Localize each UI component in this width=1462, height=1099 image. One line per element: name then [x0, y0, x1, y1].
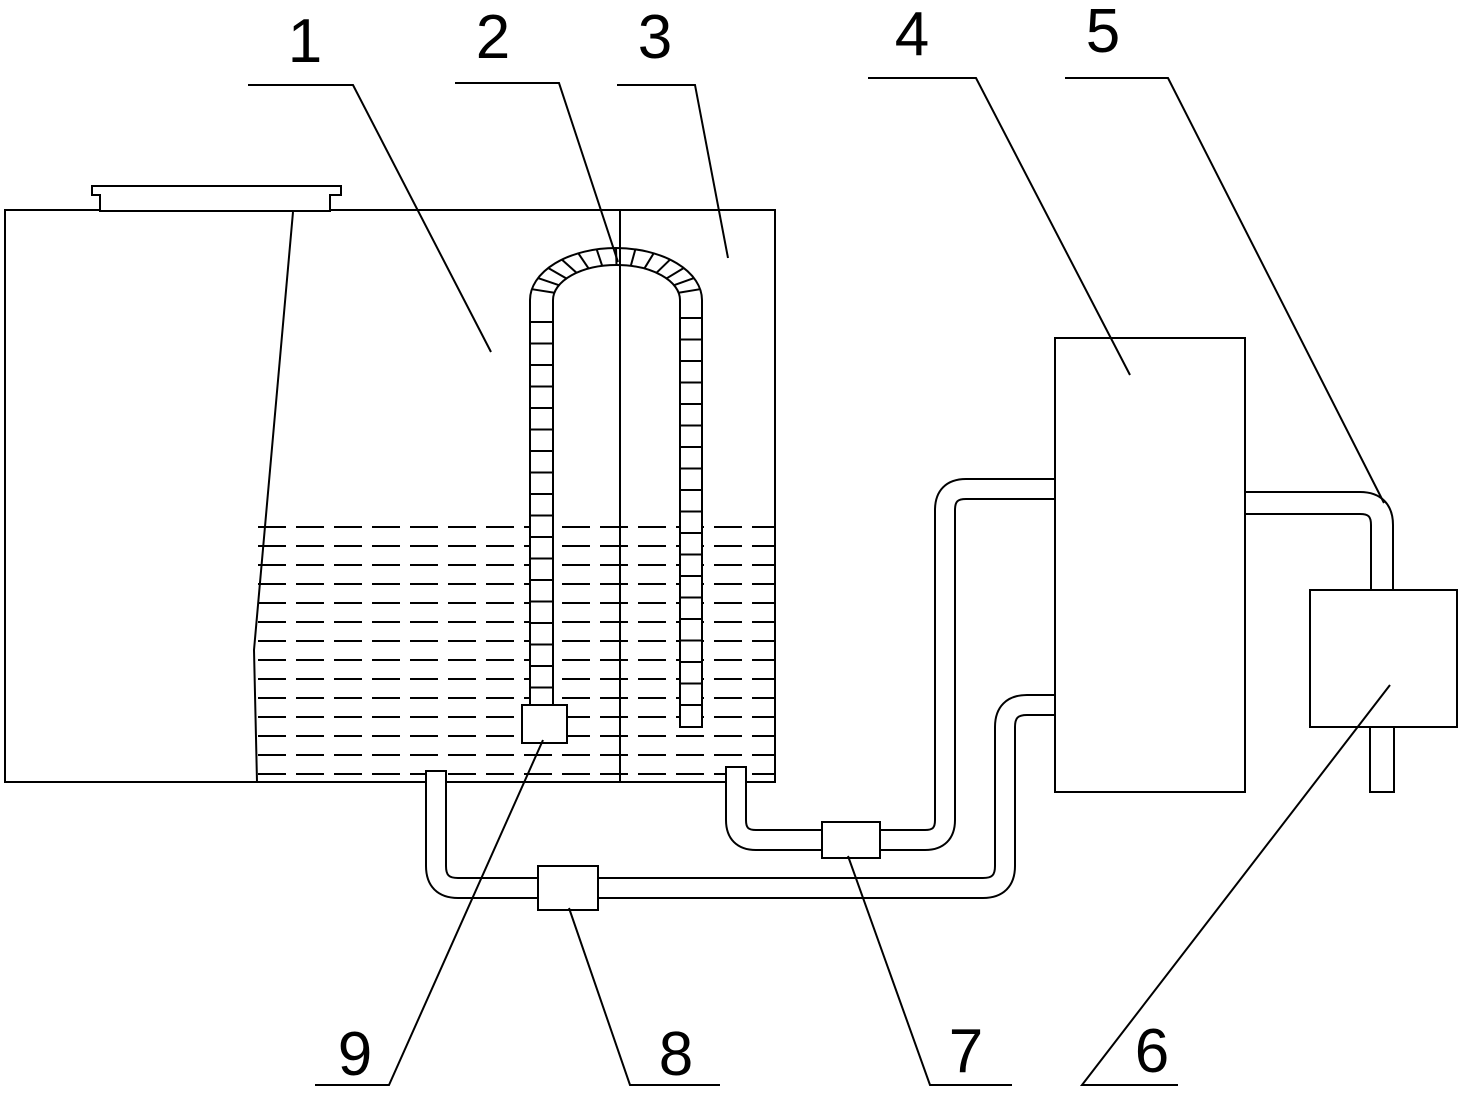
callout-7: 7: [949, 1017, 983, 1086]
siphon-hatch-line: [666, 267, 685, 280]
siphon-hatch-line: [629, 249, 637, 267]
upper-pipe-inner: [727, 480, 1056, 849]
callouts: 1 2 3 4 5 6 7 8 9: [288, 0, 1169, 1089]
siphon-hatch-line: [673, 277, 695, 287]
siphon-hatch-line: [595, 249, 604, 267]
tank-inner-wall: [252, 211, 294, 783]
valve-8: [537, 865, 599, 911]
callout-6: 6: [1135, 1017, 1169, 1086]
leader-line-8: [568, 907, 720, 1086]
lower-pipe-inner: [427, 696, 1056, 897]
siphon-hatch-line: [577, 252, 590, 270]
callout-3: 3: [638, 3, 672, 72]
siphon-hatch-line: [537, 277, 560, 287]
leader-line-6: [1079, 684, 1391, 1086]
siphon-hatch-line: [655, 258, 671, 274]
leader-line-9: [315, 739, 544, 1086]
callout-8: 8: [659, 1020, 693, 1089]
valve-7: [821, 821, 881, 859]
callout-4: 4: [895, 0, 929, 69]
leader-line-4: [868, 77, 1131, 376]
siphon-hatch-line: [547, 267, 567, 280]
siphon-hatch-line: [678, 288, 701, 294]
outlet-pipe: [1244, 491, 1394, 592]
siphon-hatch-line: [561, 258, 578, 274]
leader-line-7: [847, 855, 1012, 1086]
unit-4-box: [1054, 337, 1246, 793]
callout-9: 9: [338, 1020, 372, 1089]
lower-pipe: [425, 694, 1056, 899]
unit-6-box: [1309, 589, 1458, 728]
tank-body: [4, 209, 776, 783]
callout-1: 1: [288, 7, 322, 76]
outlet-pipe-inner: [1244, 493, 1392, 592]
tank-lid: [91, 185, 342, 212]
upper-pipe: [725, 478, 1056, 851]
siphon-hatching: [531, 247, 701, 706]
leader-line-3: [617, 84, 729, 259]
leader-line-2: [455, 82, 619, 263]
leader-line-1: [248, 84, 492, 353]
leader-lines: [248, 77, 1391, 1086]
leader-line-5: [1065, 77, 1385, 504]
siphon-hatch-line: [531, 288, 555, 294]
siphon-hatch-line: [643, 252, 655, 270]
outlet-pipe-outer: [1244, 491, 1394, 592]
filter-box: [521, 704, 568, 744]
callout-5: 5: [1086, 0, 1120, 66]
siphon-tube: [529, 247, 703, 728]
drain-pipe: [1369, 719, 1395, 793]
callout-2: 2: [476, 3, 510, 72]
